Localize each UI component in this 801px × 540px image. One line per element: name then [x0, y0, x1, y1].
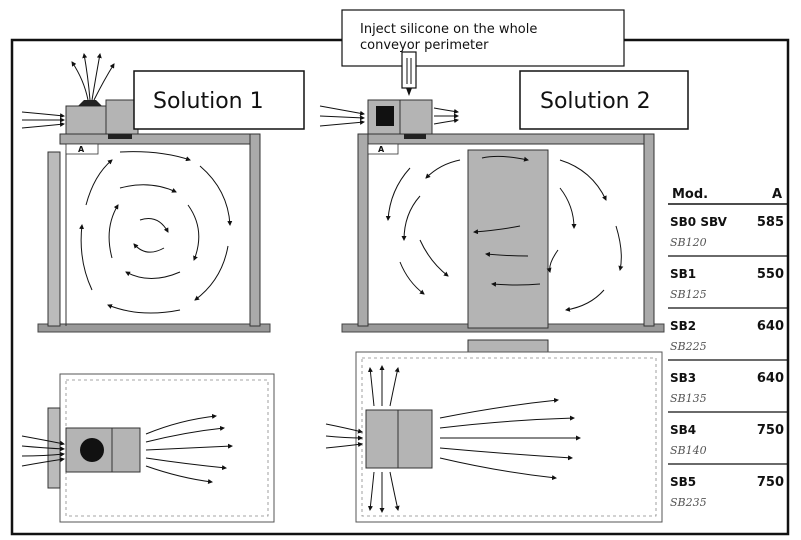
table-cell-sub-model: SB140: [670, 444, 707, 457]
silicone-callout: Inject silicone on the whole conveyor pe…: [341, 9, 625, 96]
dim-box-1: [65, 143, 99, 155]
solution2-label-box: [519, 70, 689, 130]
callout-box: [341, 9, 625, 67]
unit-top-1b: [111, 427, 141, 473]
exhaust-arrows-1: [71, 53, 115, 101]
table-cell-sub-model: SB225: [670, 340, 707, 353]
table-cell-model: SB1: [670, 267, 696, 281]
solution2-top-view: [325, 339, 663, 523]
solution1-side-view: A: [21, 53, 305, 333]
recirc-arrows-2-left: [385, 159, 461, 295]
unit-1b: [105, 99, 139, 135]
exhaust-arrows-2: [433, 107, 459, 125]
intake-arrows-1-top: [21, 435, 65, 467]
right-wall-1: [249, 133, 261, 327]
table-cell-value: 640: [757, 319, 784, 334]
table-cell-model: SB2: [670, 319, 696, 333]
solution1-label-box: [133, 70, 305, 130]
table-cell-sub-model: SB125: [670, 288, 707, 301]
table-cell-value: 550: [757, 267, 784, 282]
unit-top-2b: [397, 409, 433, 469]
solution1-label: Solution 1: [153, 89, 264, 114]
recirc-arrows-2-right: [546, 159, 624, 312]
fan-icon: [80, 438, 104, 462]
solution1-top-view: [21, 373, 275, 523]
left-wall-2: [357, 133, 369, 327]
conveyor-column: [467, 149, 549, 329]
table-cell-value: 585: [757, 215, 784, 230]
dim-marker-2: A: [378, 145, 385, 154]
solution2-label: Solution 2: [540, 89, 651, 114]
intake-arrows-2: [319, 105, 365, 127]
right-wall-2: [643, 133, 655, 327]
unit-1a: [65, 105, 107, 135]
conveyor-top-strip: [467, 339, 549, 353]
callout-line-2: conveyor perimeter: [360, 38, 489, 53]
table-cell-sub-model: SB235: [670, 496, 707, 509]
table-cell-value: 750: [757, 423, 784, 438]
table-cell-model: SB3: [670, 371, 696, 385]
table-cell-sub-model: SB120: [670, 236, 707, 249]
intake-arrows-1: [21, 111, 65, 129]
intake-arrows-2-top: [325, 423, 363, 449]
column-arrows: [473, 155, 541, 287]
silicone-gun-icon: [401, 51, 417, 89]
table-cell-value: 750: [757, 475, 784, 490]
table-cell-model: SB4: [670, 423, 696, 437]
unit-top-2a: [365, 409, 399, 469]
dim-marker-1: A: [78, 145, 85, 154]
table-header-value: A: [772, 187, 782, 202]
unit-2b: [399, 99, 433, 135]
table-cell-model: SB0 SBV: [670, 215, 728, 229]
left-door-1: [47, 151, 61, 327]
floor-1: [37, 323, 271, 333]
table-cell-value: 640: [757, 371, 784, 386]
roof-2: [357, 133, 655, 145]
exhaust-arrows-1-top: [145, 413, 233, 484]
dim-box-2: [367, 143, 399, 155]
table-cell-sub-model: SB135: [670, 392, 707, 405]
callout-line-1: Inject silicone on the whole: [360, 22, 537, 37]
table-cell-model: SB5: [670, 475, 696, 489]
table-header-model: Mod.: [672, 187, 708, 202]
recirc-arrows-1: [79, 151, 233, 314]
exhaust-arrows-2-top: [439, 397, 581, 481]
vertical-arrows-2-top: [367, 365, 400, 513]
solution2-side-view: A: [319, 70, 689, 333]
roof-1: [59, 133, 261, 145]
